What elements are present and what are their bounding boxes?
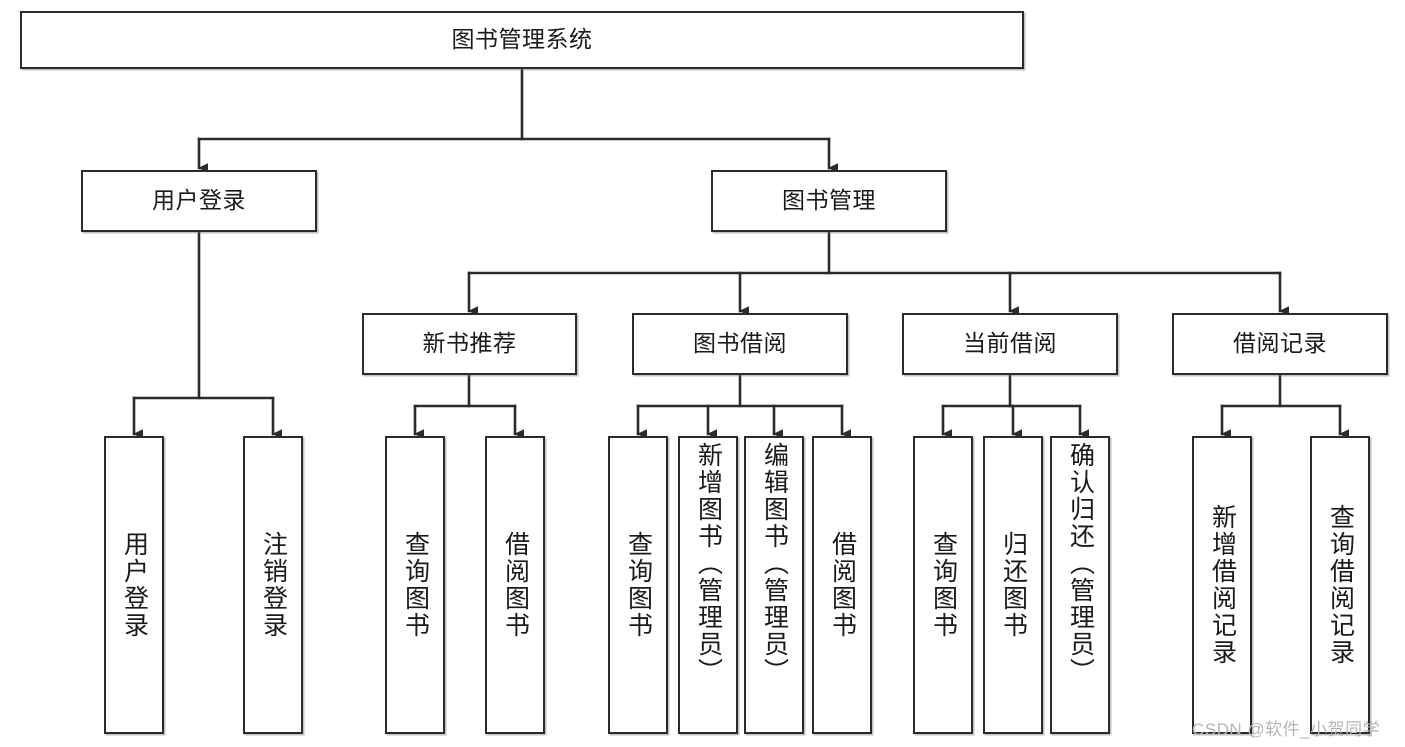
node-leaf-return-book-label: 归还图书 — [999, 531, 1028, 639]
node-leaf-edit-book[interactable]: 编辑图书（管理员） — [744, 436, 804, 734]
node-leaf-borrow-book-2-label: 借阅图书 — [828, 531, 857, 639]
node-leaf-query-book-3[interactable]: 查询图书 — [913, 436, 973, 734]
node-leaf-user-login[interactable]: 用户登录 — [104, 436, 164, 734]
node-root-label: 图书管理系统 — [451, 26, 593, 53]
node-leaf-query-record[interactable]: 查询借阅记录 — [1310, 436, 1370, 734]
csdn-watermark: CSDN @软件_小贺同学 — [1192, 720, 1381, 739]
node-current-borrow[interactable]: 当前借阅 — [902, 313, 1118, 375]
node-leaf-add-book-label: 新增图书（管理员） — [694, 442, 723, 685]
node-new-book-recommend-label: 新书推荐 — [422, 330, 517, 357]
node-leaf-add-record-label: 新增借阅记录 — [1208, 504, 1237, 666]
node-leaf-user-login-label: 用户登录 — [120, 531, 149, 639]
node-leaf-query-book-2-label: 查询图书 — [624, 531, 653, 639]
node-leaf-add-record[interactable]: 新增借阅记录 — [1192, 436, 1252, 734]
node-leaf-query-record-label: 查询借阅记录 — [1326, 504, 1355, 666]
node-book-borrow-label: 图书借阅 — [693, 330, 787, 357]
node-leaf-confirm-return-label: 确认归还（管理员） — [1066, 442, 1095, 685]
node-leaf-add-book[interactable]: 新增图书（管理员） — [678, 436, 738, 734]
node-book-manage[interactable]: 图书管理 — [711, 170, 947, 232]
node-leaf-logout-label: 注销登录 — [259, 531, 288, 639]
node-leaf-logout[interactable]: 注销登录 — [243, 436, 303, 734]
node-leaf-return-book[interactable]: 归还图书 — [983, 436, 1043, 734]
node-current-borrow-label: 当前借阅 — [963, 330, 1057, 357]
node-leaf-borrow-book-1[interactable]: 借阅图书 — [485, 436, 545, 734]
node-leaf-query-book-1[interactable]: 查询图书 — [385, 436, 445, 734]
node-new-book-recommend[interactable]: 新书推荐 — [362, 313, 577, 375]
node-leaf-query-book-2[interactable]: 查询图书 — [608, 436, 668, 734]
node-leaf-confirm-return[interactable]: 确认归还（管理员） — [1050, 436, 1110, 734]
node-borrow-record[interactable]: 借阅记录 — [1172, 313, 1388, 375]
node-leaf-query-book-3-label: 查询图书 — [929, 531, 958, 639]
node-borrow-record-label: 借阅记录 — [1233, 330, 1327, 357]
node-user-login[interactable]: 用户登录 — [81, 170, 317, 232]
node-book-borrow[interactable]: 图书借阅 — [632, 313, 848, 375]
node-root[interactable]: 图书管理系统 — [20, 11, 1024, 69]
node-book-manage-label: 图书管理 — [782, 187, 876, 214]
node-user-login-label: 用户登录 — [152, 187, 246, 214]
node-leaf-borrow-book-2[interactable]: 借阅图书 — [812, 436, 872, 734]
node-leaf-query-book-1-label: 查询图书 — [401, 531, 430, 639]
node-leaf-borrow-book-1-label: 借阅图书 — [501, 531, 530, 639]
node-leaf-edit-book-label: 编辑图书（管理员） — [760, 442, 789, 685]
